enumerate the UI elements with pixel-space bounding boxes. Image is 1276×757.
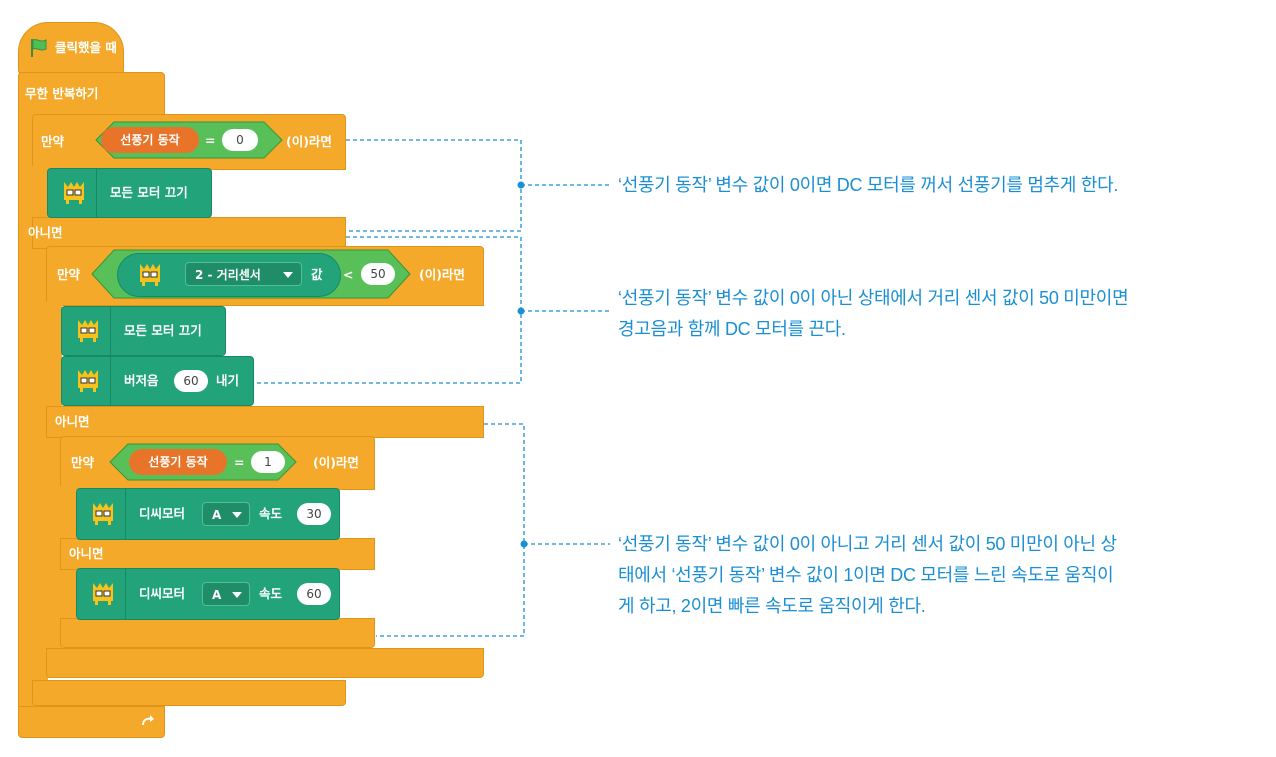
if-else-2-spine xyxy=(46,302,62,678)
equals-sign: = xyxy=(234,455,245,470)
if-else-3-else[interactable]: 아니면 xyxy=(60,538,375,570)
sensor-dropdown-label: 2 - 거리센서 xyxy=(195,268,261,282)
else-label: 아니면 xyxy=(55,414,90,429)
dropdown-arrow-icon xyxy=(283,272,293,278)
less-than-sign: < xyxy=(343,267,354,282)
dc-motor-speed-block[interactable]: 디씨모터 A 속도 30 xyxy=(76,488,340,540)
if-else-1-bottom[interactable] xyxy=(32,680,346,706)
value-label: 값 xyxy=(311,267,323,282)
annotation-2-line-1: ‘선풍기 동작’ 변수 값이 0이 아닌 상태에서 거리 센서 값이 50 미만… xyxy=(618,288,1129,308)
if-else-2-bottom[interactable] xyxy=(46,648,484,678)
speed-label: 속도 xyxy=(259,586,283,601)
motor-dropdown[interactable]: A xyxy=(202,502,250,526)
fan-variable-reporter[interactable]: 선풍기 동작 xyxy=(101,127,199,153)
robot-icon xyxy=(93,503,113,525)
robot-icon-cell xyxy=(77,489,126,539)
value-input-0[interactable]: 0 xyxy=(222,129,258,151)
dc-motor-speed-block[interactable]: 디씨모터 A 속도 60 xyxy=(76,568,340,620)
equals-sign: = xyxy=(205,133,216,148)
all-motors-off-label: 모든 모터 끄기 xyxy=(124,323,202,338)
robot-icon-cell xyxy=(62,357,111,405)
connector-dot-3 xyxy=(520,540,528,548)
when-clicked-label: 클릭했을 때 xyxy=(55,40,117,55)
sensor-dropdown[interactable]: 2 - 거리센서 xyxy=(185,262,302,286)
value-input-60[interactable]: 60 xyxy=(297,583,331,605)
annotation-3-line-1: ‘선풍기 동작’ 변수 값이 0이 아니고 거리 센서 값이 50 미만이 아닌… xyxy=(618,534,1117,554)
buzzer-label: 버저음 xyxy=(124,373,159,388)
connector-dot-2 xyxy=(517,307,525,315)
annotation-2-line-2: 경고음과 함께 DC 모터를 끈다. xyxy=(618,319,846,339)
annotation-3-line-2: 태에서 ‘선풍기 동작’ 변수 값이 1이면 DC 모터를 느린 속도로 움직이 xyxy=(618,565,1114,585)
dropdown-arrow-icon xyxy=(232,592,242,598)
green-flag-icon xyxy=(31,39,47,57)
annotation-3: ‘선풍기 동작’ 변수 값이 0이 아니고 거리 센서 값이 50 미만이 아닌… xyxy=(618,529,1268,622)
robot-icon xyxy=(78,370,98,392)
annotation-1-line: ‘선풍기 동작’ 변수 값이 0이면 DC 모터를 꺼서 선풍기를 멈추게 한다… xyxy=(618,175,1119,195)
forever-label: 무한 반복하기 xyxy=(25,86,99,101)
robot-icon xyxy=(78,320,98,342)
value-input-30[interactable]: 30 xyxy=(297,503,331,525)
if-label: 만약 xyxy=(41,134,65,149)
else-label: 아니면 xyxy=(69,546,104,561)
speed-label: 속도 xyxy=(259,506,283,521)
annotation-3-line-3: 게 하고, 2이면 빠른 속도로 움직이게 한다. xyxy=(618,596,926,616)
value-input-50[interactable]: 50 xyxy=(361,263,395,285)
fan-variable-reporter[interactable]: 선풍기 동작 xyxy=(129,449,227,475)
annotation-2: ‘선풍기 동작’ 변수 값이 0이 아닌 상태에서 거리 센서 값이 50 미만… xyxy=(618,283,1268,345)
connector-dot-1 xyxy=(517,181,525,189)
robot-icon-cell xyxy=(62,307,111,355)
forever-loop-spine xyxy=(18,112,35,708)
when-clicked-hat-block[interactable]: 클릭했을 때 xyxy=(18,22,124,76)
then-label: (이)라면 xyxy=(313,455,359,470)
dc-motor-label: 디씨모터 xyxy=(139,586,186,601)
motor-dropdown-label: A xyxy=(212,588,222,602)
robot-icon xyxy=(64,182,84,204)
bracket-2 xyxy=(256,236,522,384)
if-else-1-spine xyxy=(32,166,48,704)
motor-dropdown[interactable]: A xyxy=(202,582,250,606)
bracket-3 xyxy=(376,423,525,637)
value-input-60[interactable]: 60 xyxy=(174,370,208,392)
buzzer-end-label: 내기 xyxy=(216,373,240,388)
robot-icon xyxy=(93,583,113,605)
loop-arrow-icon xyxy=(142,715,154,726)
motor-dropdown-label: A xyxy=(212,508,222,522)
dc-motor-label: 디씨모터 xyxy=(139,506,186,521)
else-label: 아니면 xyxy=(28,225,63,240)
robot-icon-cell xyxy=(48,169,97,217)
all-motors-off-label: 모든 모터 끄기 xyxy=(110,185,188,200)
robot-icon xyxy=(140,264,160,286)
annotation-1: ‘선풍기 동작’ 변수 값이 0이면 DC 모터를 꺼서 선풍기를 멈추게 한다… xyxy=(618,170,1268,201)
if-label: 만약 xyxy=(57,267,81,282)
value-input-1[interactable]: 1 xyxy=(251,451,285,473)
forever-loop-bottom[interactable] xyxy=(18,706,165,738)
dropdown-arrow-icon xyxy=(232,512,242,518)
if-label: 만약 xyxy=(71,455,95,470)
bracket-1 xyxy=(346,139,522,232)
then-label: (이)라면 xyxy=(419,267,465,282)
then-label: (이)라면 xyxy=(286,134,332,149)
if-else-3-bottom[interactable] xyxy=(60,618,375,648)
robot-icon-cell xyxy=(77,569,126,619)
